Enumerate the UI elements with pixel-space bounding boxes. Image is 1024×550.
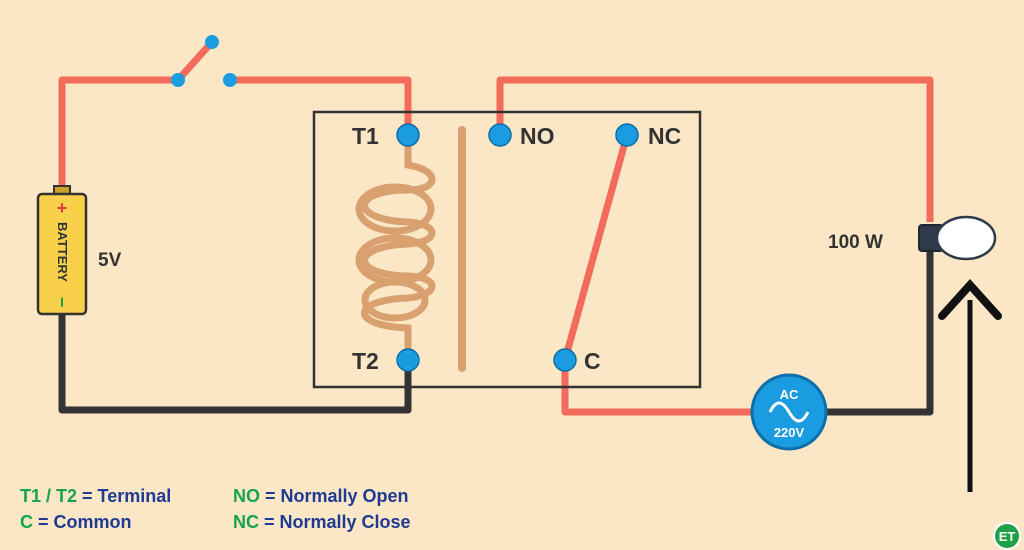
- wire-switch-to-battery: [58, 76, 178, 190]
- relay-box: [312, 110, 702, 389]
- lamp-icon: [918, 215, 997, 261]
- legend-normally-close: NC = Normally Close: [233, 512, 411, 533]
- arrow-up-icon: [938, 279, 1002, 492]
- battery-icon: + BATTERY −: [36, 185, 88, 316]
- legend-key: T1 / T2: [20, 486, 78, 506]
- battery-plus: +: [57, 198, 68, 218]
- et-logo-badge: ET: [993, 522, 1021, 550]
- ac-label-top: AC: [780, 387, 799, 402]
- legend-text: = Common: [33, 512, 132, 532]
- legend-key: NO: [233, 486, 260, 506]
- switch-icon: [171, 35, 237, 87]
- terminal-c: [553, 348, 577, 372]
- terminal-t2: [396, 348, 420, 372]
- legend-key: NC: [233, 512, 259, 532]
- wire-ac-to-lamp: [826, 252, 934, 416]
- label-nc: NC: [648, 123, 681, 149]
- legend-common: C = Common: [20, 512, 132, 533]
- label-t1: T1: [352, 123, 379, 149]
- label-no: NO: [520, 123, 555, 149]
- ac-source: AC 220V: [750, 373, 828, 451]
- wire-no-to-lamp: [496, 76, 934, 222]
- legend-key: C: [20, 512, 33, 532]
- relay-armature: [561, 131, 631, 364]
- legend-text: = Terminal: [77, 486, 172, 506]
- legend-text: = Normally Close: [259, 512, 411, 532]
- battery-voltage: 5V: [98, 250, 122, 271]
- wire-battery-to-t2: [58, 314, 412, 414]
- coil-icon: [355, 131, 436, 364]
- terminal-nc: [615, 123, 639, 147]
- terminal-no: [488, 123, 512, 147]
- label-c: C: [584, 348, 601, 374]
- label-t2: T2: [352, 348, 379, 374]
- wire-c-to-ac: [561, 360, 752, 416]
- battery-label: BATTERY: [55, 222, 70, 282]
- legend-terminal: T1 / T2 = Terminal: [20, 486, 171, 507]
- wire-switch-to-t1: [230, 76, 412, 135]
- ac-label-bottom: 220V: [774, 425, 805, 440]
- battery-minus: −: [52, 297, 72, 308]
- ac-wave-icon: [768, 401, 810, 423]
- legend-text: = Normally Open: [260, 486, 409, 506]
- legend-normally-open: NO = Normally Open: [233, 486, 409, 507]
- lamp-power: 100 W: [828, 232, 883, 253]
- terminal-t1: [396, 123, 420, 147]
